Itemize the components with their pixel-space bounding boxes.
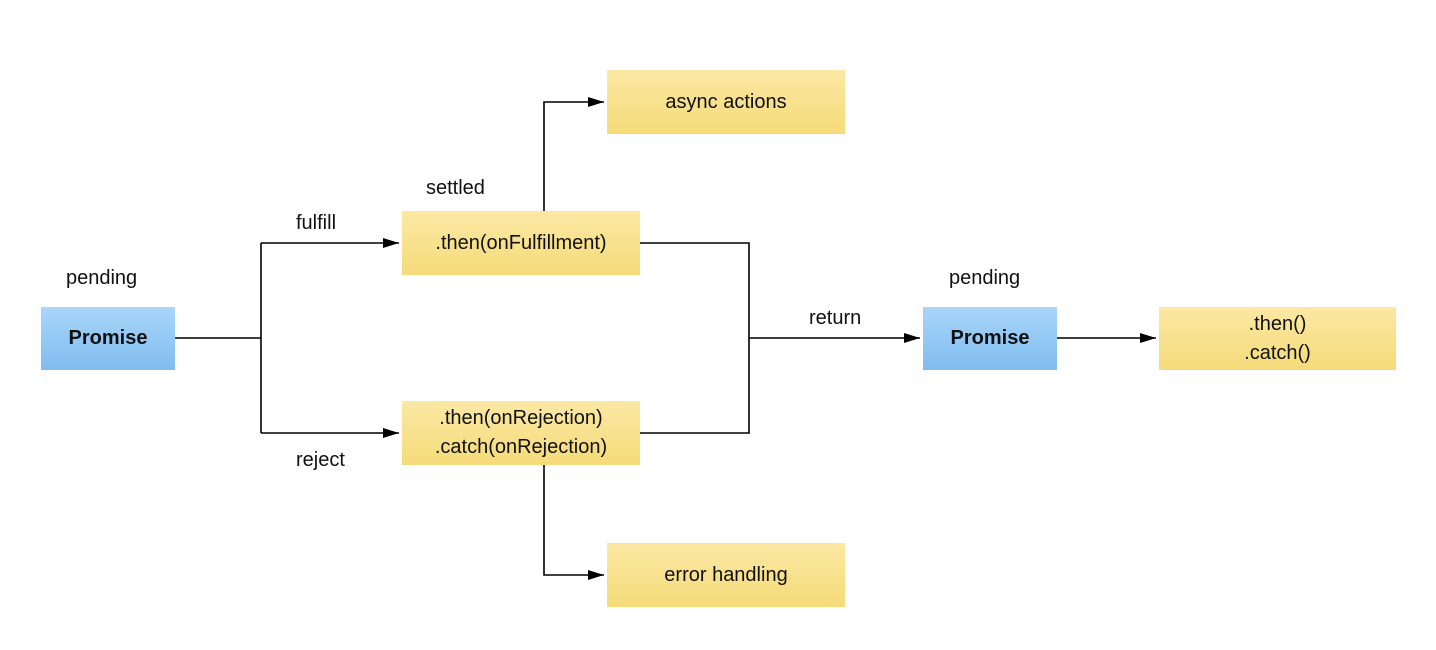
then-fulfillment-node: .then(onFulfillment) (402, 211, 640, 275)
error-handling-node: error handling (607, 543, 845, 607)
settled-label: settled (426, 177, 485, 199)
error-handling-text: error handling (664, 563, 788, 586)
catch-chain-text: .catch() (1244, 341, 1311, 364)
promise-node-left: Promise (41, 307, 175, 370)
promise-node-right: Promise (923, 307, 1057, 370)
chain-node: .then() .catch() (1159, 307, 1396, 370)
reject-label: reject (296, 449, 345, 471)
promise-left-label: Promise (68, 327, 148, 349)
return-label: return (809, 307, 862, 329)
async-actions-node: async actions (607, 70, 845, 134)
fulfill-label: fulfill (296, 212, 337, 234)
rejection-node: .then(onRejection) .catch(onRejection) (402, 401, 640, 465)
pending-right-label: pending (949, 267, 1021, 289)
promise-right-label: Promise (950, 327, 1030, 349)
then-rejection-text: .then(onRejection) (439, 407, 603, 429)
edge-error-arrow (543, 465, 604, 580)
then-fulfillment-text: .then(onFulfillment) (435, 231, 607, 254)
catch-rejection-text: .catch(onRejection) (434, 436, 608, 458)
pending-left-label: pending (66, 267, 138, 289)
edge-fulfillment-merge (640, 242, 750, 434)
edge-async-arrow (543, 97, 604, 211)
then-chain-text: .then() (1248, 312, 1307, 335)
async-actions-text: async actions (665, 90, 787, 113)
